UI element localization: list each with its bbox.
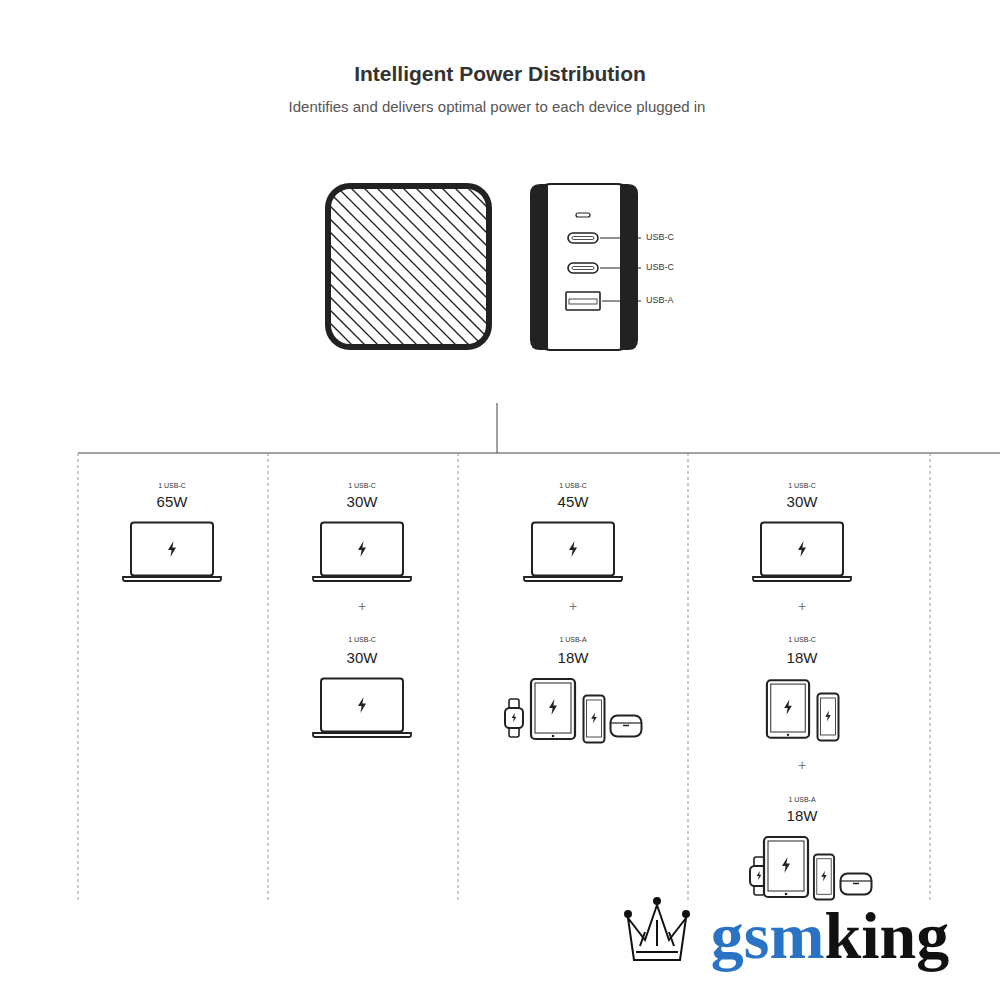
port-label: USB-A [646, 296, 674, 306]
wattage: 18W [558, 650, 589, 667]
wattage: 45W [558, 494, 589, 511]
port-count: 1 USB-C [348, 636, 376, 644]
plus-sign: + [798, 599, 806, 614]
watermark: gsmking [711, 900, 949, 973]
port-count: 1 USB-A [559, 636, 586, 644]
title: Intelligent Power Distribution [0, 62, 1000, 86]
port-count: 1 USB-C [788, 482, 816, 490]
port-label: USB-C [646, 233, 674, 243]
port-count: 1 USB-C [158, 482, 186, 490]
port-count: 1 USB-C [788, 636, 816, 644]
wattage: 30W [347, 494, 378, 511]
plus-sign: + [798, 758, 806, 773]
wattage: 18W [787, 650, 818, 667]
wattage: 30W [347, 650, 378, 667]
plus-sign: + [358, 599, 366, 614]
port-count: 1 USB-C [348, 482, 376, 490]
port-count: 1 USB-C [559, 482, 587, 490]
wattage: 18W [787, 808, 818, 825]
wattage: 65W [157, 494, 188, 511]
subtitle: Identifies and delivers optimal power to… [289, 99, 706, 116]
wattage: 30W [787, 494, 818, 511]
port-count: 1 USB-A [788, 796, 815, 804]
plus-sign: + [569, 599, 577, 614]
port-label: USB-C [646, 263, 674, 273]
